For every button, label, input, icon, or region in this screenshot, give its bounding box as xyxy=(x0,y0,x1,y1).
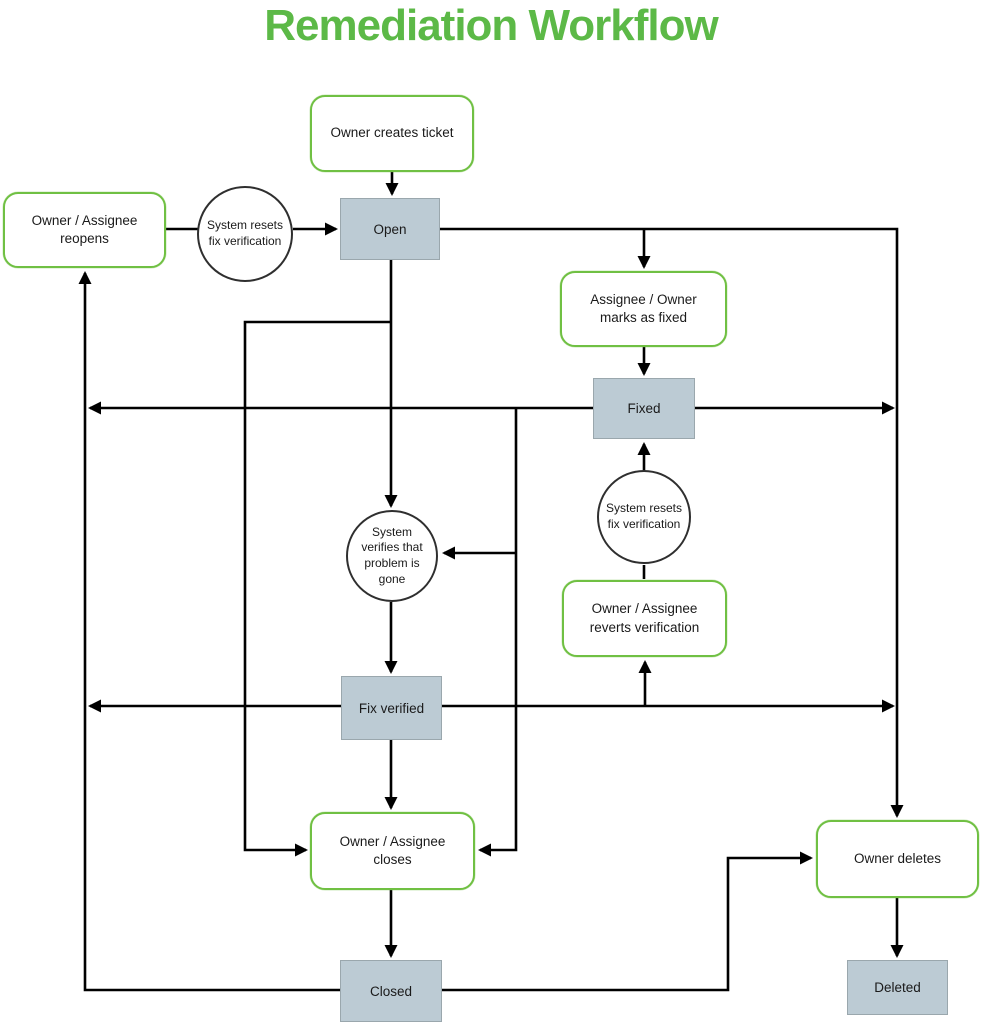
edge-fixed-to-closes xyxy=(478,408,518,857)
state-closed: Closed xyxy=(340,960,442,1022)
circle-system-verifies-problem-gone: System verifies that problem is gone xyxy=(346,510,438,602)
edge-open-to-owner-deletes xyxy=(440,227,904,818)
state-deleted: Deleted xyxy=(847,960,948,1015)
node-owner-assignee-closes: Owner / Assignee closes xyxy=(310,812,475,890)
state-fix-verified: Fix verified xyxy=(341,676,442,740)
edge-closed-to-owner-deletes xyxy=(442,851,813,992)
node-owner-creates-ticket: Owner creates ticket xyxy=(310,95,474,172)
edge-closed-to-reopens xyxy=(78,271,340,992)
circle-system-resets-fix-verification-left: System resets fix verification xyxy=(197,186,293,282)
state-fixed: Fixed xyxy=(593,378,695,439)
node-owner-assignee-reverts-verification: Owner / Assignee reverts verification xyxy=(562,580,727,657)
node-owner-deletes: Owner deletes xyxy=(816,820,979,898)
state-open: Open xyxy=(340,198,440,260)
page-title: Remediation Workflow xyxy=(264,1,718,50)
circle-system-resets-fix-verification-right: System resets fix verification xyxy=(597,470,691,564)
node-assignee-owner-marks-fixed: Assignee / Owner marks as fixed xyxy=(560,271,727,347)
node-owner-assignee-reopens: Owner / Assignee reopens xyxy=(3,192,166,268)
edge-open-to-closes xyxy=(243,320,391,857)
